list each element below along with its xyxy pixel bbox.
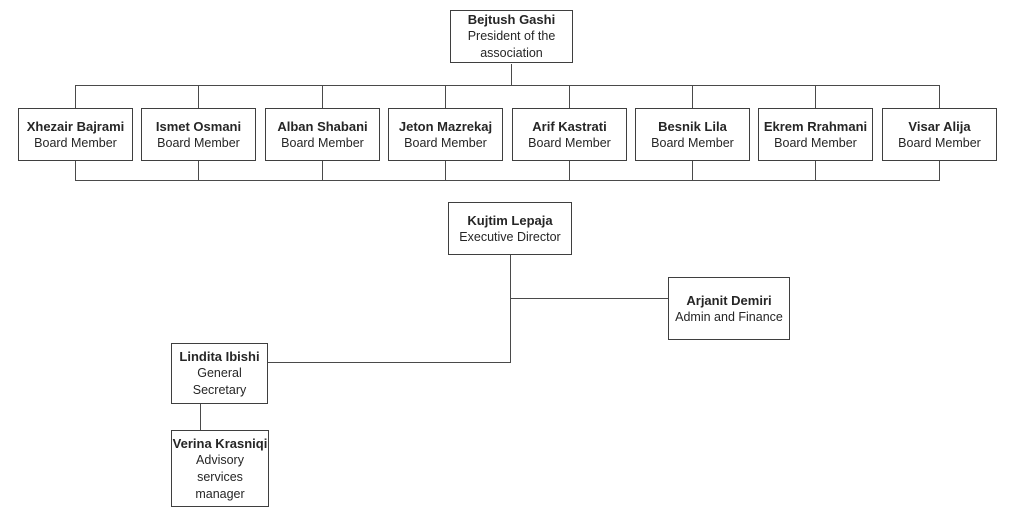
person-title: Advisory services manager [195, 452, 245, 501]
node-board-member-7: Ekrem Rrahmani Board Member [758, 108, 873, 161]
connector-board-stub [815, 161, 816, 180]
person-title: Board Member [898, 135, 981, 150]
node-board-member-5: Arif Kastrati Board Member [512, 108, 627, 161]
person-title: Admin and Finance [675, 309, 783, 324]
connector-board-drop [815, 86, 816, 108]
person-name: Alban Shabani [277, 118, 368, 134]
connector-bottom-bus [75, 180, 940, 181]
person-title: President of the association [467, 29, 556, 60]
connector-board-stub [692, 161, 693, 180]
connector-board-drop [198, 86, 199, 108]
person-name: Besnik Lila [658, 118, 727, 134]
node-board-member-3: Alban Shabani Board Member [265, 108, 380, 161]
connector-board-drop [692, 86, 693, 108]
connector-president-drop [511, 64, 512, 85]
person-title: Board Member [651, 135, 734, 150]
connector-secretary-branch [268, 362, 511, 363]
connector-board-stub [198, 161, 199, 180]
person-name: Ekrem Rrahmani [763, 118, 868, 134]
node-admin-finance: Arjanit Demiri Admin and Finance [668, 277, 790, 340]
person-name: Lindita Ibishi [179, 349, 260, 364]
person-name: Bejtush Gashi [467, 12, 556, 27]
person-name: Arif Kastrati [532, 118, 607, 134]
node-president: Bejtush Gashi President of the associati… [450, 10, 573, 63]
connector-top-bus [75, 85, 940, 86]
connector-admin-branch [510, 298, 668, 299]
node-advisory-manager: Verina Krasniqi Advisory services manage… [171, 430, 269, 507]
person-title: Board Member [157, 135, 240, 150]
node-executive-director: Kujtim Lepaja Executive Director [448, 202, 572, 255]
person-name: Arjanit Demiri [686, 292, 772, 308]
person-name: Visar Alija [908, 118, 971, 134]
person-name: Kujtim Lepaja [467, 212, 553, 228]
connector-board-stub [75, 161, 76, 180]
person-name: Xhezair Bajrami [26, 118, 125, 134]
connector-board-stub [939, 161, 940, 180]
node-board-member-2: Ismet Osmani Board Member [141, 108, 256, 161]
connector-board-stub [445, 161, 446, 180]
connector-board-stub [569, 161, 570, 180]
node-board-member-6: Besnik Lila Board Member [635, 108, 750, 161]
connector-board-drop [939, 86, 940, 108]
node-board-member-1: Xhezair Bajrami Board Member [18, 108, 133, 161]
person-name: Jeton Mazrekaj [398, 118, 493, 134]
person-title: Executive Director [459, 229, 561, 244]
person-title: Board Member [528, 135, 611, 150]
person-name: Ismet Osmani [155, 118, 242, 134]
person-title: Board Member [404, 135, 487, 150]
person-title: General Secretary [192, 366, 247, 397]
person-title: Board Member [774, 135, 857, 150]
person-title: Board Member [281, 135, 364, 150]
person-title: Board Member [34, 135, 117, 150]
node-board-member-4: Jeton Mazrekaj Board Member [388, 108, 503, 161]
connector-board-drop [445, 86, 446, 108]
connector-board-drop [322, 86, 323, 108]
node-board-member-8: Visar Alija Board Member [882, 108, 997, 161]
connector-board-drop [569, 86, 570, 108]
connector-director-drop [510, 255, 511, 362]
node-general-secretary: Lindita Ibishi General Secretary [171, 343, 268, 404]
person-name: Verina Krasniqi [172, 435, 268, 451]
connector-board-stub [322, 161, 323, 180]
connector-advisory-stub [200, 404, 201, 430]
connector-board-drop [75, 86, 76, 108]
